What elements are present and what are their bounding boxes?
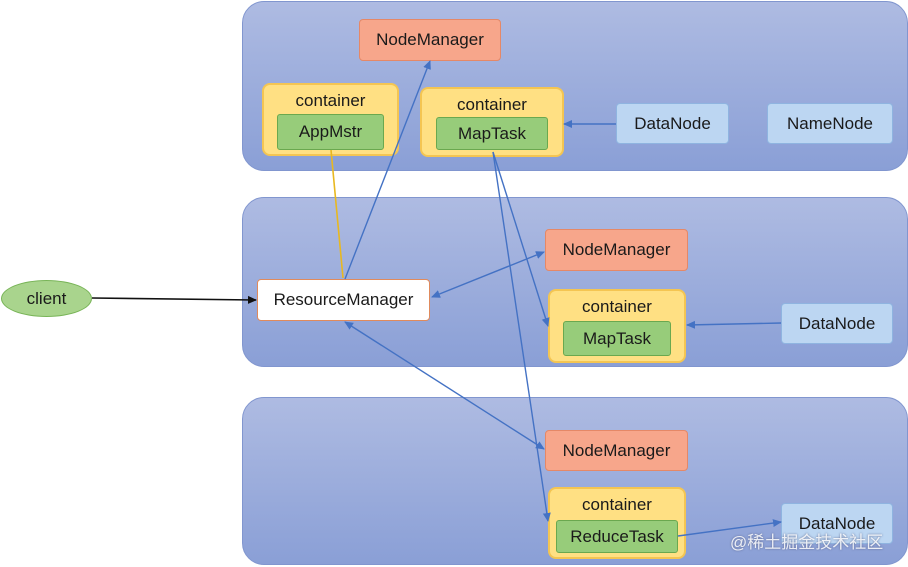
node-manager-3[interactable]: NodeManager [545, 430, 688, 471]
watermark: @稀土掘金技术社区 [730, 533, 884, 552]
name-node[interactable]: NameNode [767, 103, 893, 144]
map-task-2[interactable]: MapTask [563, 321, 671, 356]
container-label: container [295, 91, 366, 110]
client[interactable]: client [1, 280, 92, 317]
app-master-task[interactable]: AppMstr [277, 114, 384, 150]
data-node-3[interactable]: DataNode [781, 503, 893, 544]
node-manager-2[interactable]: NodeManager [545, 229, 688, 271]
resource-manager[interactable]: ResourceManager [257, 279, 430, 321]
client-to-resource-manager-arrow [91, 295, 257, 304]
container-label: container [582, 297, 652, 316]
reduce-task[interactable]: ReduceTask [556, 520, 678, 553]
node-manager-1[interactable]: NodeManager [359, 19, 501, 61]
container-label: container [582, 495, 652, 514]
data-node-2[interactable]: DataNode [781, 303, 893, 344]
data-node-1[interactable]: DataNode [616, 103, 729, 144]
map-task-1[interactable]: MapTask [436, 117, 548, 150]
container-label: container [457, 95, 527, 114]
